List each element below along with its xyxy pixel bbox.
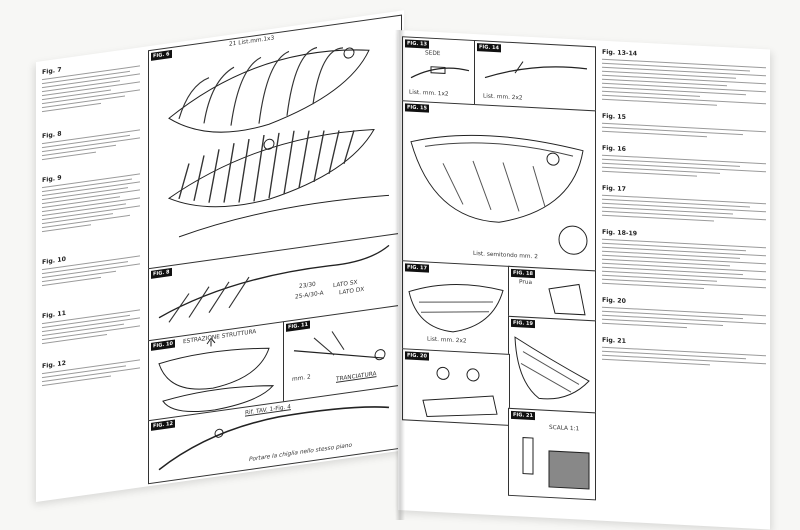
figure-20-panel: FIG. 20	[402, 348, 510, 426]
text-column-left: Fig. 7 Fig. 8 Fig. 9 Fig. 10 Fig. 11 Fig…	[42, 55, 140, 389]
figure-15-panel: FIG. 15 List. semitondo mm. 2	[402, 100, 596, 273]
figure-17-panel: FIG. 17 List. mm. 2x2	[402, 260, 510, 356]
booklet-spine	[395, 30, 405, 520]
keel-illustration	[158, 244, 390, 323]
figure-21-panel: FIG. 21 SCALA 1:1	[508, 407, 596, 501]
figure-19-panel: FIG. 19	[508, 315, 596, 415]
right-page: FIG. 13 SEDE List. mm. 1x2 FIG. 14 List.…	[398, 30, 770, 530]
figure-13-panel: FIG. 13 SEDE List. mm. 1x2	[402, 36, 476, 107]
figure-hull-ribs-panel: FIG. 6 21 List.mm.1x3	[148, 14, 402, 271]
fig21-illustration	[522, 437, 590, 490]
caption-fig-13-14: Fig. 13-14	[602, 48, 638, 58]
hull-ribs-illustration	[167, 46, 390, 238]
fig14-illustration	[484, 61, 588, 79]
figure-18-panel: FIG. 18 Prua	[508, 265, 596, 323]
cutting-illustration	[293, 331, 386, 361]
fig19-illustration	[514, 336, 590, 400]
figure-14-panel: FIG. 14 List. mm. 2x2	[474, 39, 596, 113]
figure-cutting-panel: FIG. 11 mm. 2 TRANCIATURA	[283, 304, 402, 404]
fig13-illustration	[410, 66, 470, 79]
fig18-illustration	[548, 283, 586, 316]
figure-extraction-panel: FIG. 10 ESTRAZIONE STRUTTURA	[148, 321, 285, 423]
left-page: Fig. 7 Fig. 8 Fig. 9 Fig. 10 Fig. 11 Fig…	[36, 10, 404, 502]
figure-keel-plane-panel: FIG. 12 Rif. TAV. 1-Fig. 4 Portare la ch…	[148, 384, 402, 485]
text-column-right: Fig. 13-14 Fig. 15 Fig. 16 Fig. 17 Fig. …	[602, 49, 766, 372]
extraction-illustration	[158, 337, 275, 413]
fig17-illustration	[408, 283, 504, 333]
fig15-illustration	[410, 134, 588, 255]
fig20-illustration	[422, 366, 498, 418]
keel-plane-illustration	[158, 406, 390, 471]
figure-keel-panel: FIG. 8 23/30 LATO SX 25-A/30-A LATO DX	[148, 232, 402, 343]
